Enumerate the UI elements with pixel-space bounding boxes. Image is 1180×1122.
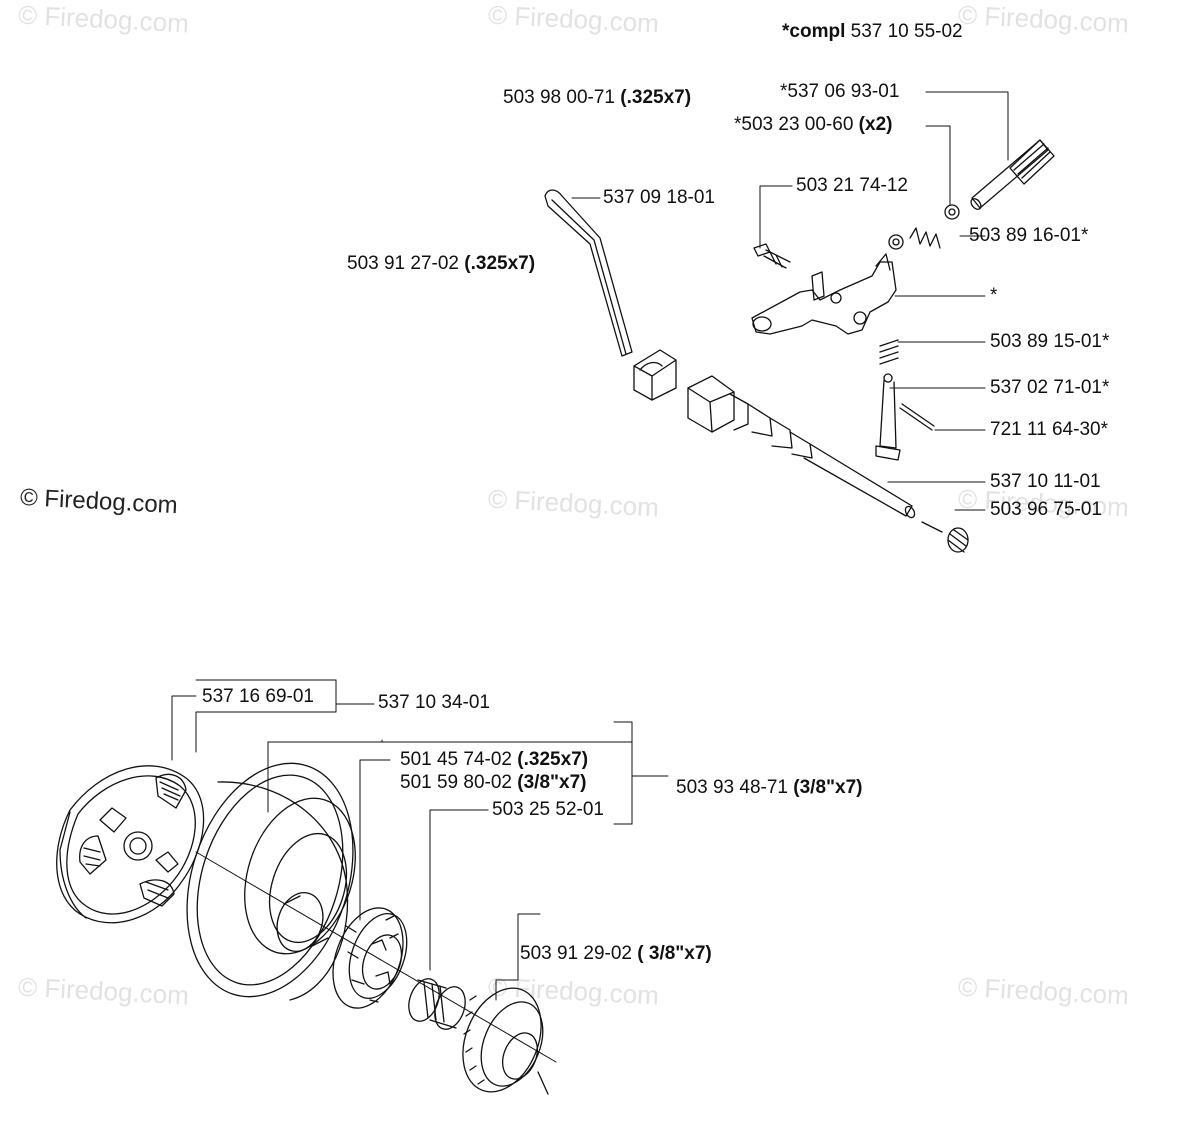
part-label-503-93-48-71: 503 93 48-71 (3/8"x7) — [676, 777, 863, 798]
part-label-503-96-75-01: 503 96 75-01 — [990, 499, 1102, 520]
part-label-721-11-64-30: 721 11 64-30* — [990, 419, 1108, 440]
part-label-503-91-29-02: 503 91 29-02 ( 3/8"x7) — [520, 943, 712, 964]
part-label-537-10-11-01: 537 10 11-01 — [990, 471, 1101, 492]
part-label-537-06-93-01: *537 06 93-01 — [780, 81, 900, 102]
screw-503-21-74-12 — [753, 243, 791, 269]
part-label-503-89-15-01: 503 89 15-01* — [990, 331, 1110, 352]
clutch-drum — [186, 762, 356, 1001]
part-label-537-09-18-01: 537 09 18-01 — [603, 187, 715, 208]
part-label-503-23-00-60: *503 23 00-60 (x2) — [734, 114, 893, 135]
needle-bearing — [408, 978, 466, 1030]
leader-lines-top — [571, 91, 1009, 511]
part-label-537-02-71-01: 537 02 71-01* — [990, 377, 1110, 398]
part-label-537-10-34-01: 537 10 34-01 — [378, 692, 490, 713]
pump-shaft — [687, 375, 916, 519]
leader-lines-bottom — [171, 679, 669, 1001]
washers — [888, 204, 960, 250]
part-label-537-16-69-01: 537 16 69-01 — [202, 686, 314, 707]
part-label-503-89-16-01: 503 89 16-01* — [969, 225, 1089, 246]
adjuster-screw-537-06-93-01 — [970, 139, 1055, 210]
part-label-503-91-27-02: 503 91 27-02 (.325x7) — [347, 253, 536, 274]
rim-sprocket — [332, 907, 408, 1009]
pin-721-11-64-30 — [899, 403, 935, 431]
part-label-compl: *compl 537 10 55-02 — [782, 21, 963, 42]
adjuster-lever — [544, 189, 677, 401]
part-label-501-59-80-02: 501 59 80-02 (3/8"x7) — [400, 772, 587, 793]
pin-537-02-71-01 — [875, 373, 901, 461]
part-label-star: * — [990, 285, 998, 306]
shaft-axis — [195, 851, 557, 1063]
part-label-503-21-74-12: 503 21 74-12 — [796, 175, 908, 196]
clutch-shoes — [56, 765, 205, 924]
pump-housing — [751, 253, 897, 335]
springs — [879, 227, 941, 365]
filter-503-96-75-01 — [921, 521, 969, 553]
part-label-501-45-74-02: 501 45 74-02 (.325x7) — [400, 749, 589, 770]
part-label-503-25-52-01: 503 25 52-01 — [492, 799, 604, 820]
spur-sprocket — [462, 987, 549, 1095]
part-label-503-98-00-71: 503 98 00-71 (.325x7) — [503, 87, 692, 108]
